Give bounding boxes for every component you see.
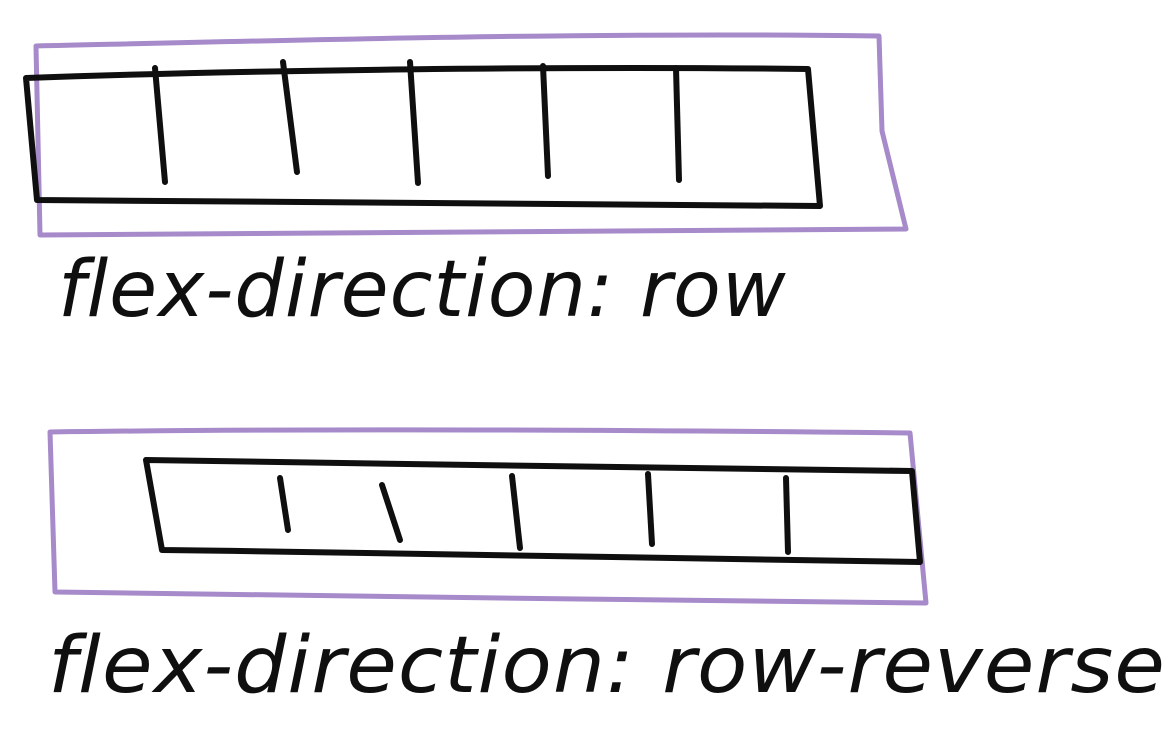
flex-items-track-row-reverse <box>143 457 923 565</box>
flex-item-divider <box>673 65 682 183</box>
flex-items-row <box>152 59 682 186</box>
label-row: flex-direction: row <box>58 245 787 335</box>
flex-items-track-row <box>23 65 823 209</box>
flex-item-divider <box>407 59 421 186</box>
label-row-reverse: flex-direction: row-reverse <box>48 621 1166 711</box>
flex-item-divider <box>152 65 168 185</box>
diagram-row: flex-direction: row <box>23 32 909 335</box>
flex-container-outline-row <box>33 32 909 238</box>
flex-item-divider <box>645 471 655 547</box>
flex-item-divider <box>277 475 291 533</box>
diagram-row-reverse: flex-direction: row-reverse <box>47 427 1166 711</box>
flex-items-row-reverse <box>277 471 791 555</box>
flex-item-divider <box>540 63 551 179</box>
flex-container-outline-row-reverse <box>47 427 929 606</box>
flex-item-divider <box>509 473 523 551</box>
flex-item-divider <box>280 59 300 175</box>
flex-item-divider <box>783 475 791 555</box>
flex-item-divider <box>379 482 403 543</box>
